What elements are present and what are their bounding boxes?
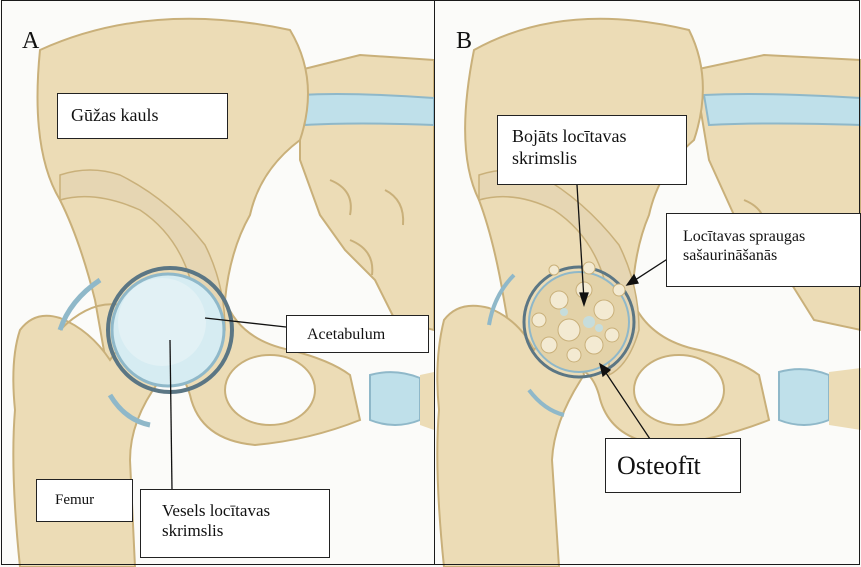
- label-damaged-cartilage-line2: skrimslis: [512, 148, 686, 170]
- sacrum: [300, 55, 434, 330]
- label-acetabulum-text: Acetabulum: [307, 325, 428, 344]
- label-femur: Femur: [36, 479, 133, 522]
- label-healthy-cartilage-line2: skrimslis: [162, 521, 329, 541]
- label-damaged-cartilage: Bojāts locītavas skrimslis: [497, 115, 687, 185]
- sacrum-b: [694, 55, 861, 330]
- label-hip-bone-text: Gūžas kauls: [71, 105, 227, 127]
- label-acetabulum: Acetabulum: [286, 315, 429, 353]
- label-damaged-cartilage-line1: Bojāts locītavas: [512, 126, 686, 148]
- label-joint-space-narrowing: Locītavas spraugas sašaurināšanās: [666, 213, 861, 287]
- label-healthy-cartilage-line1: Vesels locītavas: [162, 501, 329, 521]
- label-joint-space-line2: sašaurināšanās: [683, 246, 860, 265]
- label-hip-bone: Gūžas kauls: [57, 93, 228, 139]
- label-osteophyte: Osteofīt: [605, 438, 741, 493]
- label-healthy-cartilage: Vesels locītavas skrimslis: [140, 489, 330, 558]
- label-femur-text: Femur: [55, 491, 132, 509]
- panel-letter-b: B: [456, 28, 472, 55]
- panel-letter-a: A: [22, 28, 39, 55]
- label-joint-space-line1: Locītavas spraugas: [683, 227, 860, 246]
- label-osteophyte-text: Osteofīt: [617, 450, 740, 481]
